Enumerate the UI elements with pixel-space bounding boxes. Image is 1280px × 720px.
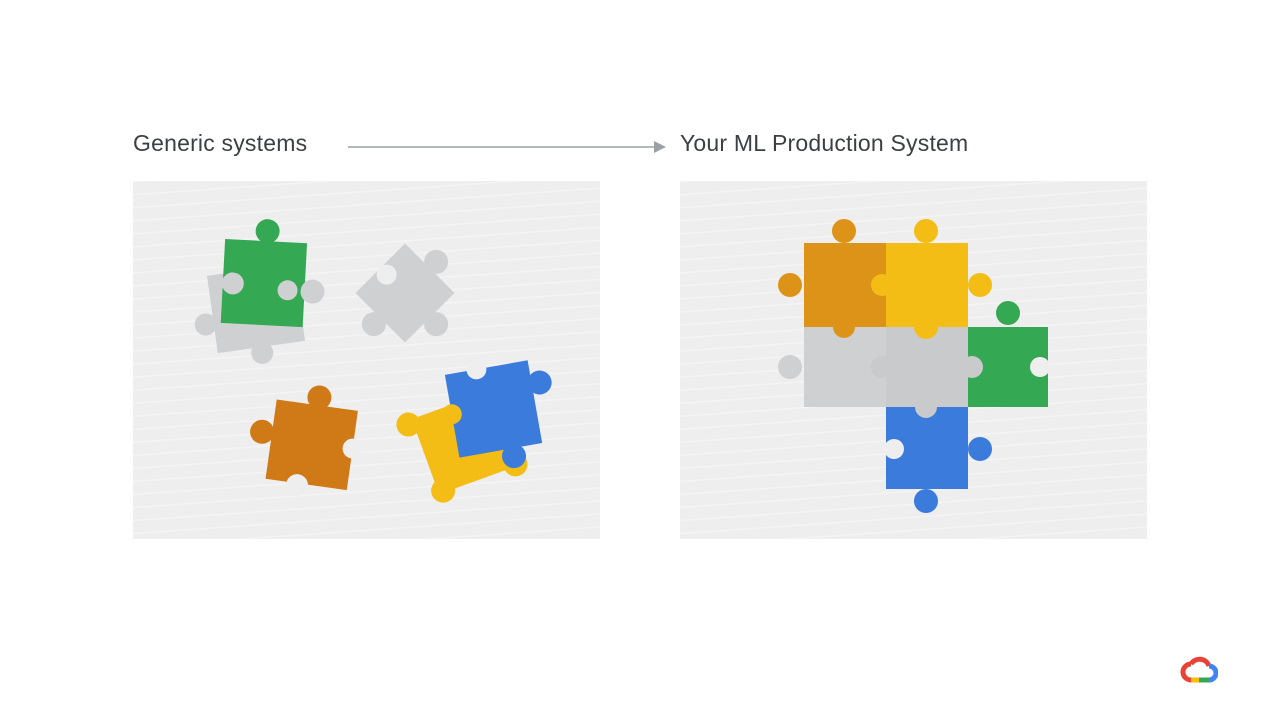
puzzle-piece-green-assembled xyxy=(961,301,1050,407)
puzzle-piece-gold xyxy=(778,219,886,327)
generic-systems-illustration xyxy=(133,181,600,539)
ml-production-system-illustration xyxy=(680,181,1147,539)
ml-production-system-title: Your ML Production System xyxy=(680,130,969,156)
puzzle-piece-gray-2 xyxy=(355,243,455,343)
google-cloud-logo xyxy=(1180,656,1218,683)
puzzle-piece-blue xyxy=(441,359,552,469)
puzzle-piece-blue-assembled xyxy=(884,396,992,513)
arrow-right-icon xyxy=(348,141,666,153)
puzzle-piece-gray-right xyxy=(871,315,968,407)
puzzle-piece-gray-left xyxy=(778,316,886,407)
puzzle-piece-orange xyxy=(250,385,363,497)
assembled-puzzle xyxy=(778,219,1050,513)
generic-systems-title: Generic systems xyxy=(133,130,308,156)
scattered-puzzle-pieces xyxy=(194,219,552,503)
puzzle-piece-green xyxy=(220,219,325,328)
